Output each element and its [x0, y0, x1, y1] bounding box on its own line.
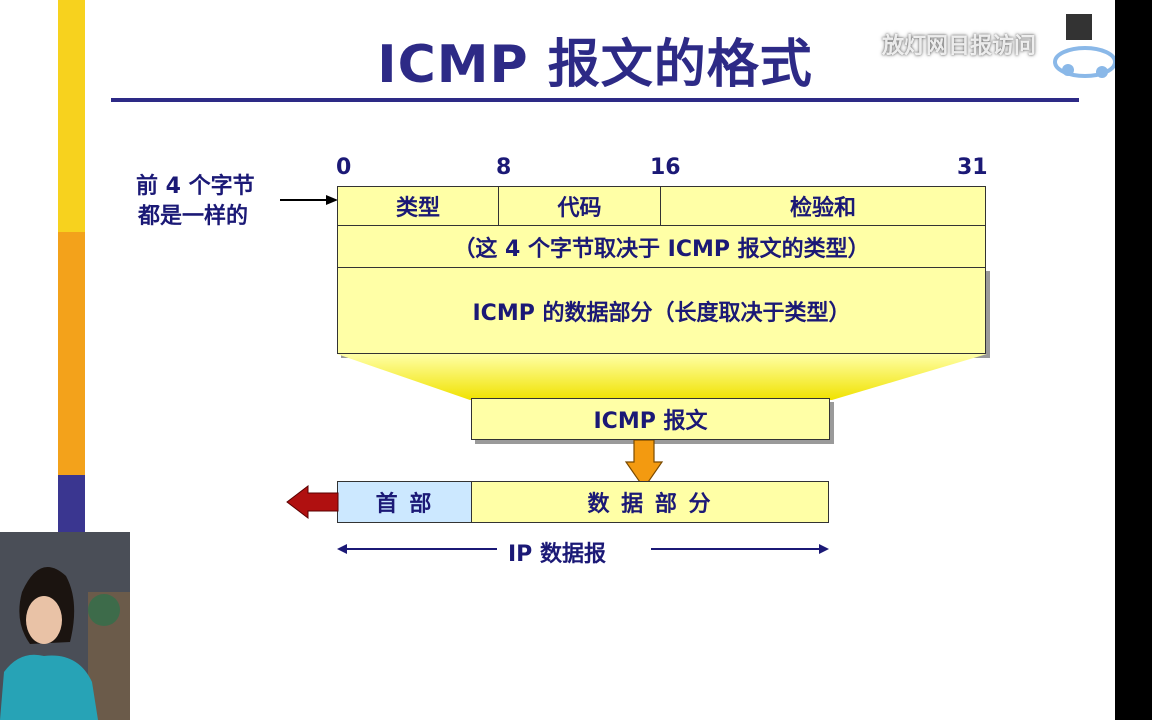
accent-bar-orange [58, 232, 85, 475]
icmp-message-box: ICMP 报文 [471, 398, 830, 440]
bit-tick-31: 31 [957, 155, 988, 180]
side-label-arrow-icon [280, 195, 338, 205]
presenter-video-icon [0, 532, 130, 720]
side-label-line2: 都是一样的 [138, 204, 249, 229]
bit-tick-0: 0 [336, 155, 352, 180]
watermark-text: 放灯网日报访问 [882, 34, 1037, 59]
slide-title: ICMP 报文的格式 [377, 35, 813, 95]
field-code: 代码 [498, 186, 661, 226]
field-type: 类型 [337, 186, 499, 226]
watermark-logo-icon [1053, 14, 1115, 78]
field-checksum: 检验和 [660, 186, 986, 226]
ip-datagram-span-arrows [337, 544, 829, 554]
left-arrow-icon [286, 485, 339, 519]
bit-tick-8: 8 [496, 155, 512, 180]
title-underline [111, 98, 1079, 102]
ip-data-box: 数 据 部 分 [471, 481, 829, 523]
funnel-shape [337, 354, 987, 400]
bit-tick-16: 16 [650, 155, 681, 180]
ip-header-box: 首 部 [337, 481, 472, 523]
icmp-data-row: ICMP 的数据部分（长度取决于类型） [337, 267, 986, 354]
down-arrow-icon [624, 440, 664, 490]
webcam-overlay [0, 532, 130, 720]
side-label-line1: 前 4 个字节 [136, 174, 255, 199]
ip-datagram-label: IP 数据报 [508, 542, 606, 567]
type-dependent-row: （这 4 个字节取决于 ICMP 报文的类型） [337, 225, 986, 268]
accent-bar-yellow [58, 0, 85, 232]
slide: ICMP 报文的格式 前 4 个字节 都是一样的 0 8 16 31 类型 代码… [0, 0, 1115, 720]
